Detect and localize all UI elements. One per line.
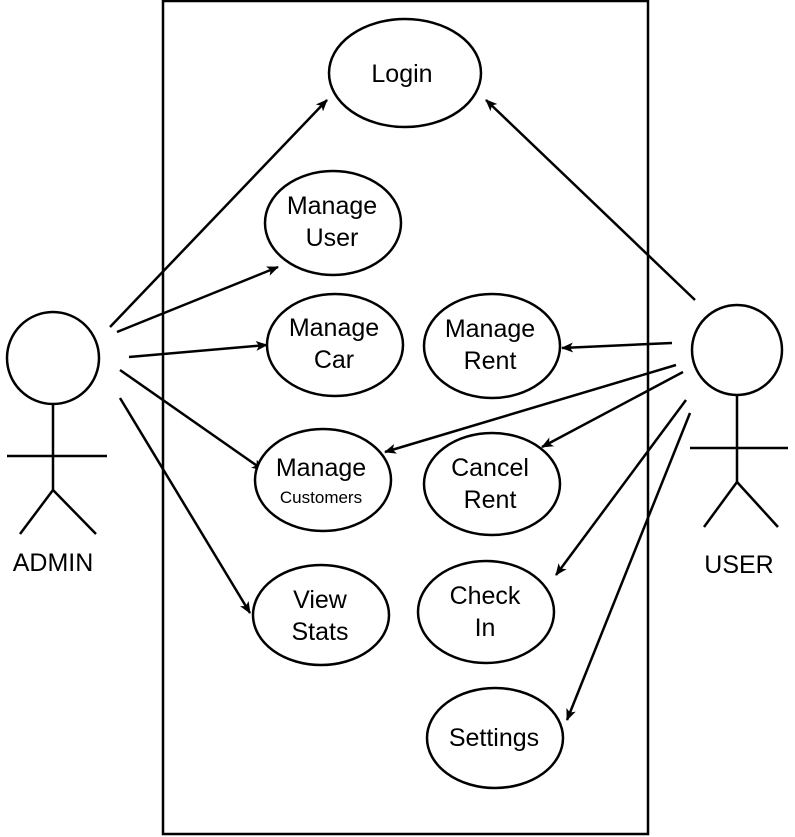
admin-actor-right-leg: [52, 489, 97, 535]
arrow-admin-manage-customers: [119, 368, 264, 472]
use-case-manage-user-line2: User: [306, 224, 359, 252]
use-case-manage-user: Manage User: [263, 169, 403, 277]
use-case-manage-user-line1: Manage: [287, 192, 377, 220]
use-case-manage-rent-line1: Manage: [445, 315, 535, 343]
arrow-user-check-in: [554, 399, 688, 576]
arrow-user-cancel-rent: [541, 370, 684, 449]
use-case-manage-customers-line2: Customers: [280, 488, 362, 507]
arrow-admin-manage-car: [128, 340, 268, 359]
use-case-check-in-line1: Check: [450, 582, 521, 610]
admin-actor: ADMIN: [5, 310, 107, 577]
arrow-user-manage-rent: [561, 341, 673, 353]
use-case-cancel-rent-line2: Rent: [464, 486, 517, 514]
use-case-login: Login: [327, 17, 483, 129]
user-actor: USER: [690, 303, 788, 579]
use-case-login-label: Login: [371, 60, 432, 88]
user-actor-left-leg: [702, 481, 739, 528]
use-case-view-stats-line2: Stats: [292, 618, 349, 646]
use-case-manage-customers-line1: Manage: [276, 454, 366, 482]
arrow-user-login: [485, 99, 696, 301]
use-case-manage-car-line2: Car: [314, 346, 354, 374]
admin-associations: [109, 99, 328, 614]
system-boundary: [161, 0, 650, 836]
use-case-manage-car-line1: Manage: [289, 314, 379, 342]
arrow-admin-login: [109, 99, 328, 328]
use-case-manage-rent-line2: Rent: [464, 347, 517, 375]
arrow-user-manage-customers: [384, 363, 677, 454]
use-case-check-in-line2: In: [475, 614, 496, 642]
use-case-cancel-rent-line1: Cancel: [451, 454, 529, 482]
arrow-admin-manage-user: [116, 265, 279, 334]
arrow-user-settings: [565, 412, 692, 721]
user-actor-label: USER: [704, 551, 773, 579]
use-case-view-stats-line1: View: [293, 586, 348, 614]
use-case-view-stats: View Stats: [251, 563, 391, 667]
admin-actor-left-leg: [19, 489, 54, 535]
user-actor-right-leg: [736, 481, 779, 528]
use-case-manage-customers: Manage Customers: [253, 427, 393, 533]
use-case-check-in: Check In: [416, 559, 556, 665]
admin-actor-label: ADMIN: [13, 549, 94, 577]
admin-actor-head: [5, 310, 101, 406]
user-associations: [384, 99, 696, 721]
use-case-manage-car: Manage Car: [265, 292, 405, 398]
use-case-settings-label: Settings: [449, 724, 539, 752]
use-case-cancel-rent: Cancel Rent: [422, 431, 562, 537]
use-case-manage-rent: Manage Rent: [422, 292, 562, 400]
user-actor-head: [690, 303, 784, 397]
arrow-admin-view-stats: [118, 397, 252, 614]
use-case-settings: Settings: [425, 686, 565, 790]
